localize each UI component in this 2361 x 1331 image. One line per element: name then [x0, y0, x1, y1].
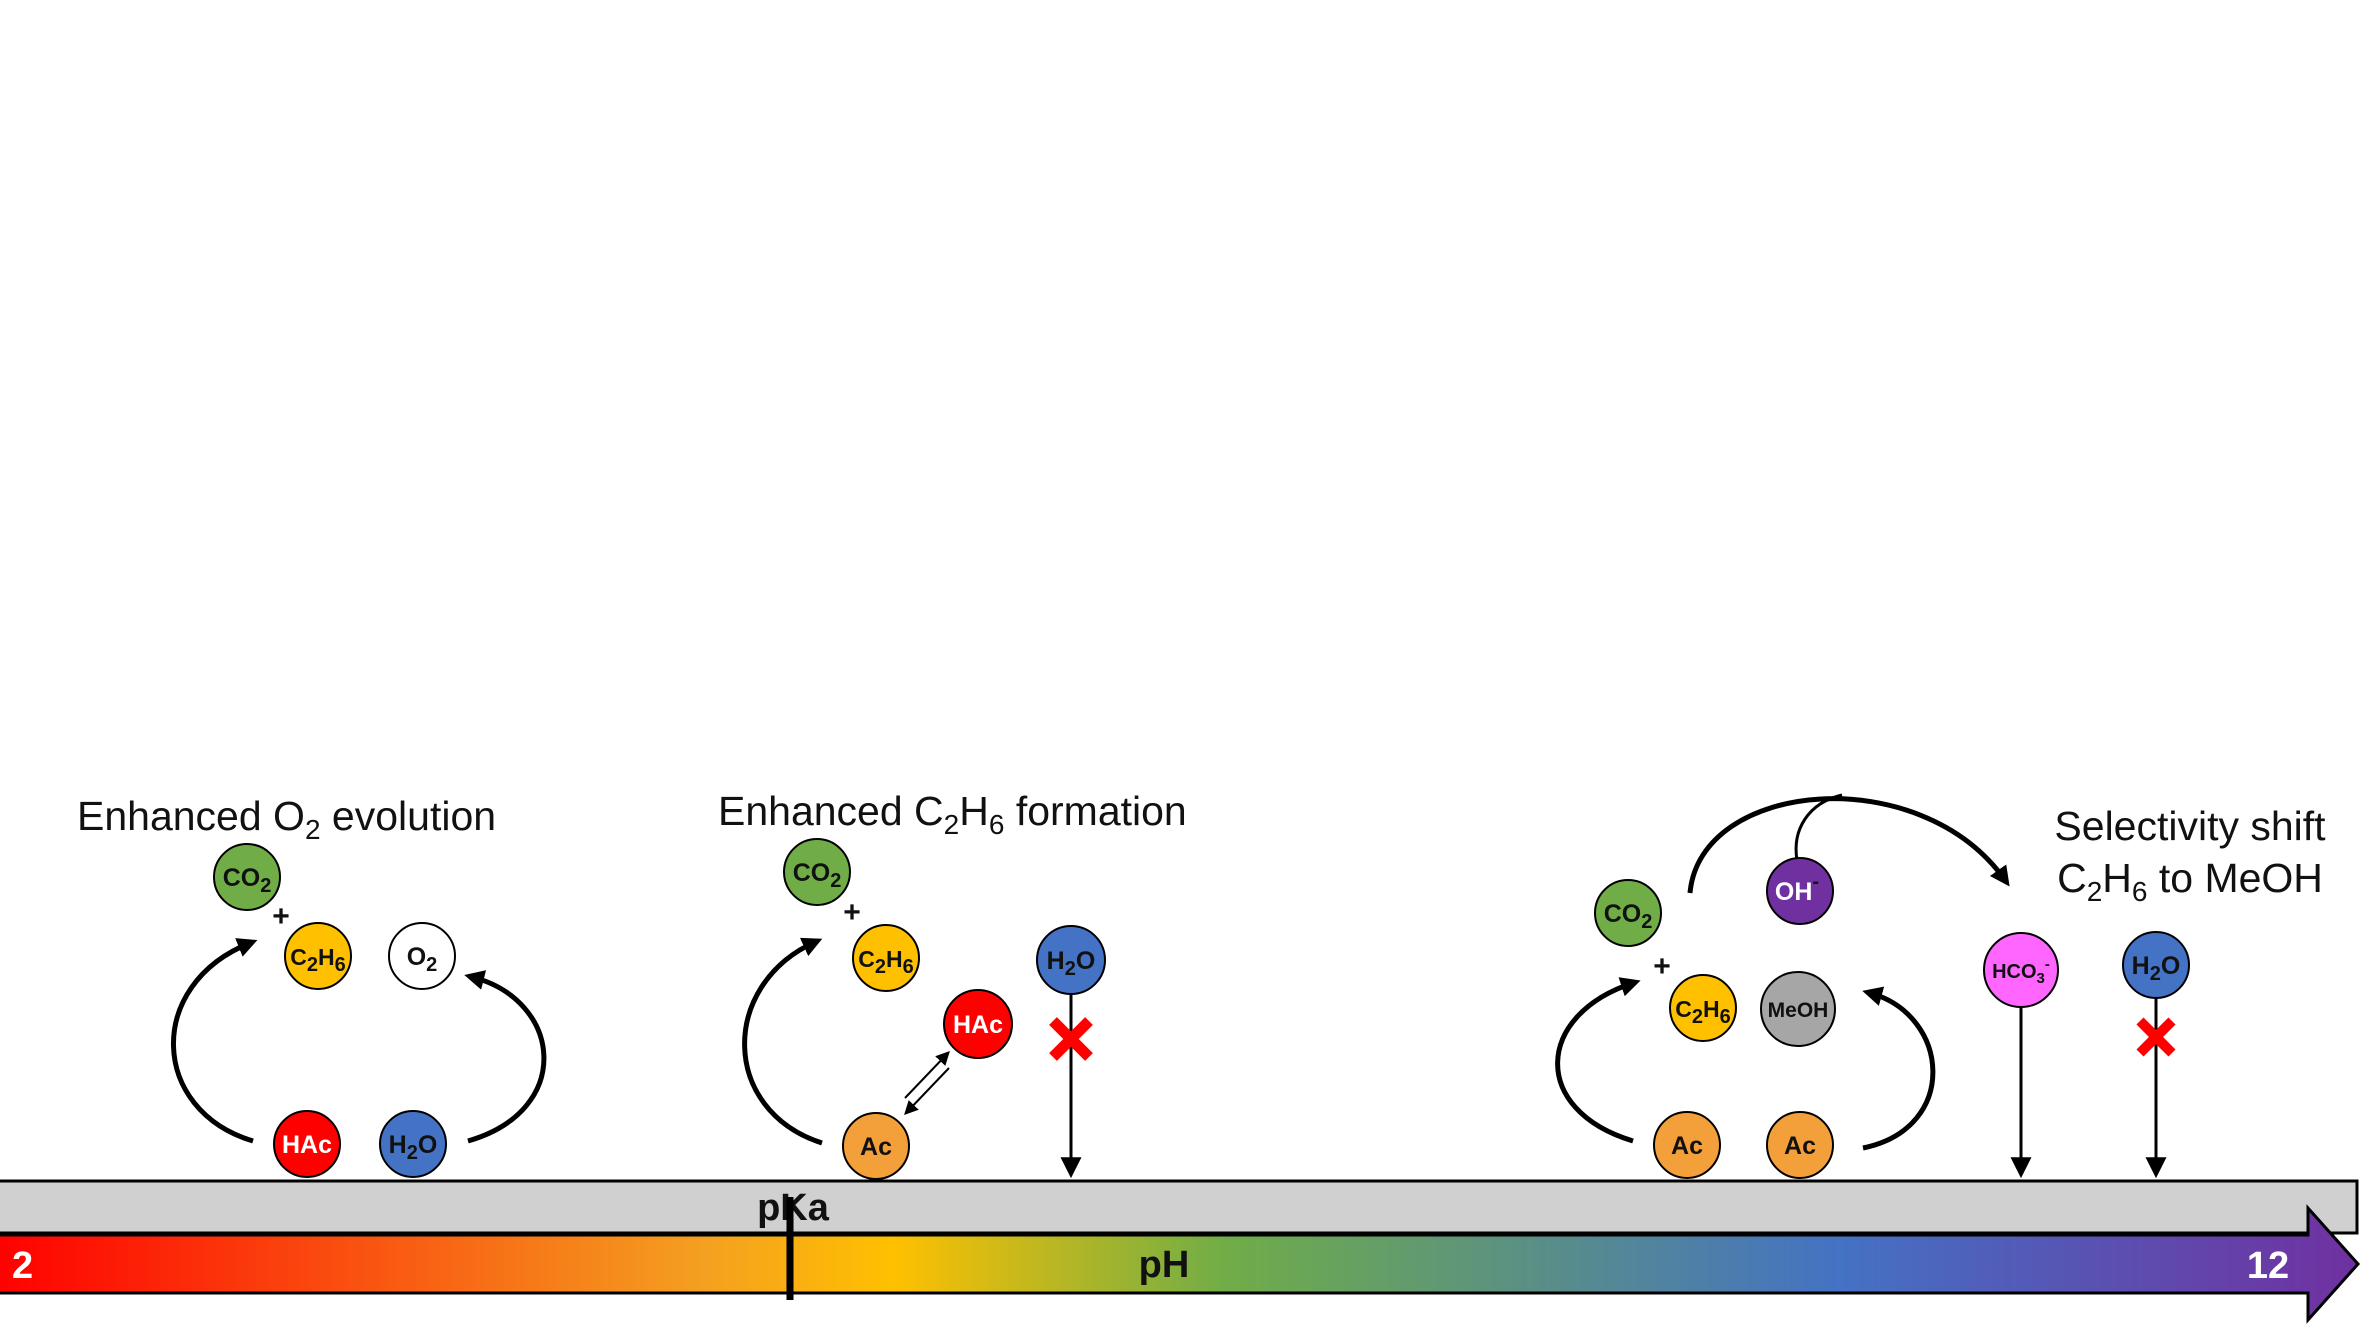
ph-min-label: 2	[12, 1245, 33, 1287]
svg-text:Ac: Ac	[1671, 1132, 1703, 1160]
c2h6-molecule: C2H6	[284, 922, 352, 990]
o2-molecule: O2	[388, 922, 456, 990]
co2-molecule: CO2	[213, 843, 281, 911]
svg-text:OH-: OH-	[1775, 871, 1819, 906]
ph-max-label: 12	[2247, 1245, 2289, 1287]
svg-text:C2H6: C2H6	[1675, 996, 1731, 1028]
hco3-ion: HCO3-	[1983, 932, 2059, 1008]
meoh-molecule: MeOH	[1760, 971, 1836, 1047]
panel-left: Enhanced O2 evolution CO2 + C2H6 O2 HAc …	[77, 793, 547, 1178]
co2-molecule: CO2	[783, 838, 851, 906]
svg-text:O2: O2	[407, 943, 438, 976]
svg-text:MeOH: MeOH	[1768, 999, 1829, 1022]
panel-right: Selectivity shift C2H6 to MeOH CO2 + C2H…	[1555, 793, 2326, 1179]
svg-text:HAc: HAc	[953, 1011, 1003, 1039]
svg-text:H2O: H2O	[389, 1131, 438, 1164]
ph-label: pH	[1139, 1244, 1190, 1286]
c2h6-molecule: C2H6	[852, 924, 920, 992]
svg-text:CO2: CO2	[1604, 900, 1653, 933]
hac-molecule: HAc	[943, 989, 1013, 1059]
svg-text:Ac: Ac	[1784, 1132, 1816, 1160]
pka-bar: pKa	[0, 1179, 2359, 1235]
oh-attack-arrow	[1687, 796, 2010, 894]
hac-molecule: HAc	[273, 1110, 341, 1178]
ph-bar: 2 pH 12	[0, 1204, 2361, 1324]
ac-molecule: Ac	[1766, 1111, 1834, 1179]
blocked-x-icon	[2136, 1017, 2176, 1057]
co2-molecule: CO2	[1594, 879, 1662, 947]
h2o-molecule: H2O	[379, 1110, 447, 1178]
panel-right-title-line1: Selectivity shift	[2054, 803, 2326, 849]
panel-left-title: Enhanced O2 evolution	[77, 793, 496, 845]
plus-sign: +	[272, 900, 290, 933]
svg-text:CO2: CO2	[793, 859, 842, 892]
cycle-arrow-left	[742, 937, 823, 1146]
svg-text:Ac: Ac	[860, 1133, 892, 1161]
svg-text:H2O: H2O	[1047, 947, 1096, 980]
ac-molecule: Ac	[842, 1112, 910, 1180]
plus-sign: +	[843, 896, 861, 929]
oh-branch-line	[1794, 793, 1843, 861]
svg-text:CO2: CO2	[223, 864, 272, 897]
h2o-molecule: H2O	[2122, 931, 2190, 999]
svg-text:HAc: HAc	[282, 1131, 332, 1159]
svg-text:C2H6: C2H6	[290, 944, 346, 976]
svg-text:HCO3-: HCO3-	[1992, 956, 2050, 987]
c2h6-molecule: C2H6	[1669, 974, 1737, 1042]
svg-text:C2H6: C2H6	[858, 946, 914, 978]
cycle-arrow-left	[171, 938, 258, 1144]
cycle-arrow-right	[464, 970, 547, 1144]
plus-sign: +	[1653, 950, 1671, 983]
blocked-x-icon	[1049, 1017, 1093, 1061]
panel-right-title-line2: C2H6 to MeOH	[2057, 855, 2323, 907]
cycle-arrow-right	[1862, 986, 1936, 1151]
panel-middle-title: Enhanced C2H6 formation	[718, 788, 1187, 840]
h2o-molecule: H2O	[1036, 925, 1106, 995]
panel-middle: Enhanced C2H6 formation CO2 + C2H6 HAc A…	[718, 788, 1187, 1180]
ac-molecule: Ac	[1653, 1111, 1721, 1179]
cycle-arrow-left	[1555, 977, 1641, 1144]
oh-ion: OH-	[1766, 857, 1834, 925]
equilibrium-arrows	[904, 1050, 950, 1116]
svg-text:H2O: H2O	[2132, 952, 2181, 985]
